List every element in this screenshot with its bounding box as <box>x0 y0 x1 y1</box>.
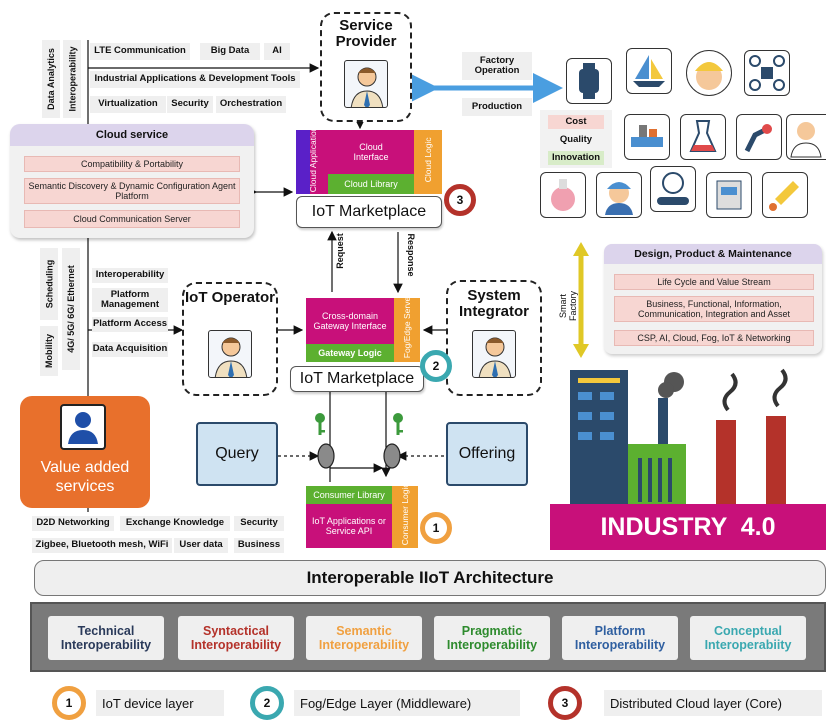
legend-1-label: IoT device layer <box>96 690 224 716</box>
gateway-marketplace: IoT Marketplace <box>290 366 424 392</box>
factory-illustration <box>570 368 788 506</box>
legend-3-label: Distributed Cloud layer (Core) <box>604 690 822 716</box>
ship-dock-icon <box>624 114 670 160</box>
legend-3-badge: 3 <box>548 686 582 720</box>
cloud-row-comm: Cloud Communication Server <box>24 210 240 228</box>
tag-data-acquisition: Data Acquisition <box>92 342 168 357</box>
tag-interoperability-2: Interoperability <box>92 268 168 283</box>
tag-security-2: Security <box>234 516 284 531</box>
person-icon <box>472 330 516 378</box>
gateway-interface-block: Cross-domain Gateway Interface <box>306 298 394 344</box>
layer-2-badge: 2 <box>420 350 452 382</box>
innovation-label: Innovation <box>548 151 604 165</box>
tag-business: Business <box>234 538 284 553</box>
tag-industrial-apps: Industrial Applications & Development To… <box>90 71 300 88</box>
machine-icon <box>706 172 752 218</box>
cloud-marketplace: IoT Marketplace <box>296 196 442 228</box>
tag-mobility: Mobility <box>40 326 58 376</box>
smart-factory-label: Smart Factory <box>558 291 578 322</box>
industry-banner: INDUSTRY 4.0 <box>550 504 826 550</box>
design-row-business: Business, Functional, Information, Commu… <box>614 296 814 322</box>
doctor-icon <box>786 114 826 160</box>
consumer-logic-label: Consumer Logic <box>399 483 410 545</box>
engineer-icon <box>596 172 642 218</box>
boat-icon <box>626 48 672 94</box>
flask-icon <box>680 114 726 160</box>
tag-user-data: User data <box>174 538 228 553</box>
tag-d2d: D2D Networking <box>32 516 114 531</box>
fog-edge-server-label: Fog/Edge Server <box>401 293 412 358</box>
consumer-api-block: IoT Applications or Service API <box>306 504 392 548</box>
quality-label: Quality <box>548 133 604 147</box>
tag-virtualization: Virtualization <box>90 96 166 113</box>
query-scroll: Query <box>196 422 278 486</box>
worker-icon <box>686 50 732 96</box>
value-added-services-label: Value added services <box>40 459 130 496</box>
tag-big-data: Big Data <box>200 43 260 60</box>
iot-operator-title: IoT Operator <box>184 289 275 306</box>
system-integrator-title: System Integrator <box>458 287 529 320</box>
cloud-logic-block: Cloud Logic <box>414 130 442 194</box>
request-label: Request <box>335 233 345 269</box>
fog-edge-server-block: Fog/Edge Server <box>394 293 420 362</box>
person-icon <box>344 60 388 108</box>
cloud-application-block-2 <box>310 130 328 194</box>
production-label: Production <box>462 98 532 116</box>
cloud-library-block: Cloud Library <box>328 174 414 194</box>
design-row-csp: CSP, AI, Cloud, Fog, IoT & Networking <box>614 330 814 346</box>
legend-2-label: Fog/Edge Layer (Middleware) <box>294 690 520 716</box>
cloud-logic-label: Cloud Logic <box>422 137 433 182</box>
tag-platform-management: Platform Management <box>92 288 168 312</box>
potion-icon <box>540 172 586 218</box>
tag-security: Security <box>167 96 213 113</box>
service-provider-title: Service Provider <box>335 17 397 50</box>
tag-data-analytics: Data Analytics <box>42 40 60 118</box>
cost-label: Cost <box>548 115 604 129</box>
cloud-service-title: Cloud service <box>10 124 254 146</box>
response-label: Response <box>406 233 416 277</box>
tag-ai: AI <box>264 43 290 60</box>
tag-interoperability: Interoperability <box>63 40 81 118</box>
layer-3-badge: 3 <box>444 184 476 216</box>
legend-1-badge: 1 <box>52 686 86 720</box>
tag-network: 4G/ 5G/ 6G/ Ethernet <box>62 248 80 370</box>
drone-icon <box>744 50 790 96</box>
cloud-application-block <box>296 130 310 194</box>
tag-scheduling: Scheduling <box>40 248 58 320</box>
offering-scroll: Offering <box>446 422 528 486</box>
cloud-row-semantic: Semantic Discovery & Dynamic Configurati… <box>24 178 240 204</box>
cloud-row-compat: Compatibility & Portability <box>24 156 240 172</box>
tag-lte: LTE Communication <box>90 43 190 60</box>
tag-zigbee: Zigbee, Bluetooth mesh, WiFi <box>32 538 172 553</box>
tag-platform-access: Platform Access <box>92 317 168 332</box>
cloud-application-label-wrap: Cloud Application <box>300 126 326 194</box>
cloud-application-label: Cloud Application <box>307 126 318 192</box>
factory-operation-label: Factory Operation <box>462 52 532 80</box>
rocket-icon <box>762 172 808 218</box>
consumer-library-block: Consumer Library <box>306 486 392 504</box>
smartwatch-icon <box>566 58 612 104</box>
cloud-interface-block: Cloud Interface <box>328 130 414 174</box>
tag-orchestration: Orchestration <box>216 96 286 113</box>
design-title: Design, Product & Maintenance <box>604 244 822 264</box>
legend-2-badge: 2 <box>250 686 284 720</box>
user-icon <box>60 404 106 450</box>
person-icon <box>208 330 252 378</box>
conveyor-icon <box>650 166 696 212</box>
architecture-bar: Interoperable IIoT Architecture <box>34 560 826 596</box>
layer-1-badge: 1 <box>420 512 452 544</box>
gateway-logic-block: Gateway Logic <box>306 344 394 362</box>
design-row-lifecycle: Life Cycle and Value Stream <box>614 274 814 290</box>
robot-arm-icon <box>736 114 782 160</box>
tag-exchange-knowledge: Exchange Knowledge <box>120 516 230 531</box>
consumer-logic-block: Consumer Logic <box>392 483 418 548</box>
